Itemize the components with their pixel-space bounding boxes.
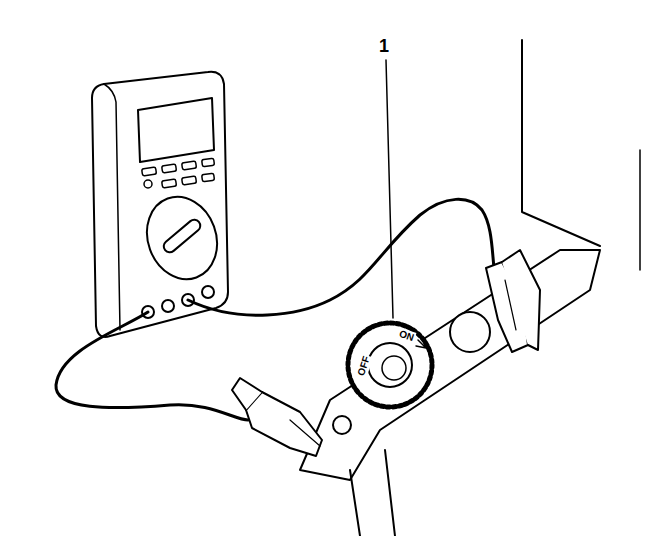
bracket-post: [350, 450, 395, 536]
switch-knob: [348, 323, 432, 407]
alligator-clip: [486, 250, 540, 352]
input-jacks: [142, 286, 214, 318]
test-lead: [56, 312, 248, 420]
bolt-head: [333, 416, 351, 434]
dial-pointer: [161, 217, 202, 254]
knob-hub: [382, 356, 406, 380]
multimeter-body: [92, 72, 228, 337]
test-lead: [188, 199, 494, 315]
direction-arrow: [416, 338, 426, 348]
rotary-dial: [136, 187, 229, 289]
panel-edge: [522, 40, 600, 246]
multimeter-buttons: [142, 158, 215, 188]
multimeter-display: [138, 98, 214, 162]
alligator-clip: [232, 378, 322, 456]
panel-edge: [639, 150, 641, 270]
component-housing: [450, 312, 490, 352]
knob-center: [368, 343, 412, 387]
mounting-bracket: [300, 250, 600, 480]
knob-knurling: [348, 323, 432, 407]
callout-number: 1: [379, 37, 389, 55]
leader-line: [386, 60, 393, 318]
multimeter-edge: [104, 84, 120, 330]
